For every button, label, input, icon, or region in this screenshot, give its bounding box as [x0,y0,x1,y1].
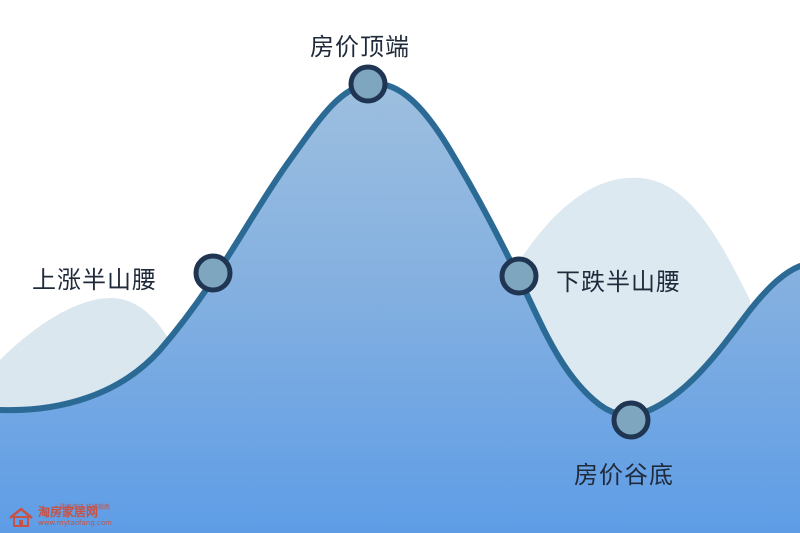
watermark: 淘房家居网 www.mytaofang.com 购房资讯 装修指南 [8,504,112,528]
node-rising-midslope [193,253,233,293]
watermark-main: 淘房家居网 [38,505,99,519]
label-rising-midslope: 上涨半山腰 [32,266,157,294]
watermark-text: 淘房家居网 www.mytaofang.com [38,505,112,528]
watermark-sub: 购房资讯 装修指南 [60,504,110,511]
watermark-url: www.mytaofang.com [38,519,112,527]
node-falling-midslope [499,256,539,296]
node-peak [348,64,388,104]
node-trough [611,400,651,440]
wave-line [0,80,800,418]
label-falling-midslope: 下跌半山腰 [556,268,681,296]
wave-fill [0,83,800,533]
label-peak: 房价顶端 [310,33,410,61]
label-trough: 房价谷底 [574,461,674,489]
house-logo-icon [9,507,33,527]
